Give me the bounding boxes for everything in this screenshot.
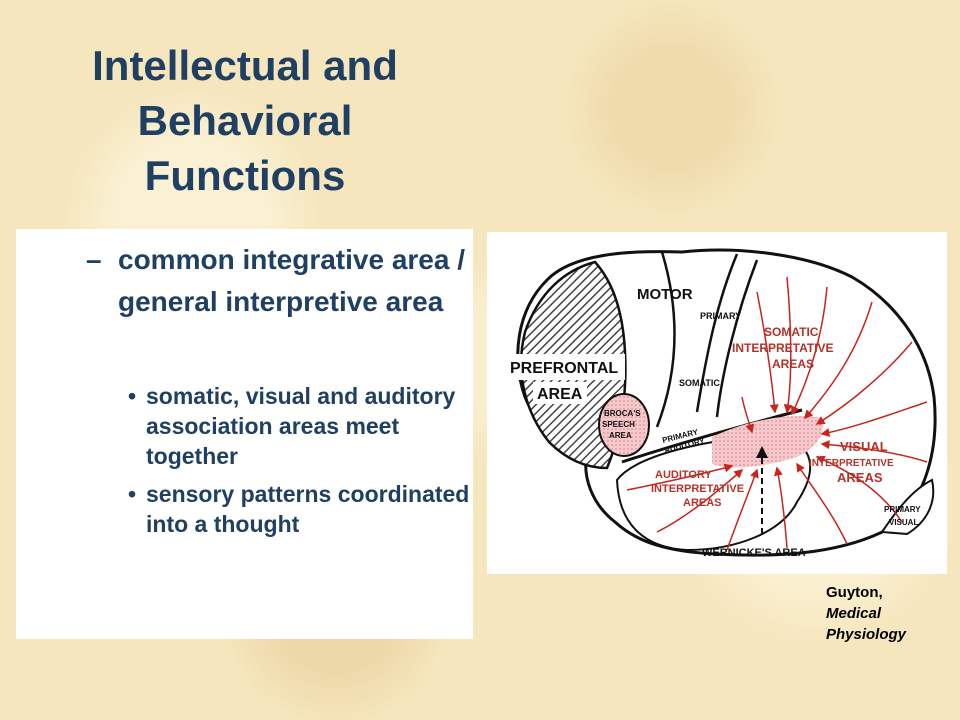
label-wernicke: WERNICKE'S AREA	[702, 547, 806, 559]
sub-point-list: • somatic, visual and auditory associati…	[128, 381, 473, 547]
sub-point: • somatic, visual and auditory associati…	[128, 381, 473, 471]
prefrontal-label-box	[507, 354, 625, 380]
motor-strip-boundary	[655, 251, 676, 428]
credit-author: Guyton,	[826, 584, 883, 601]
label-somatic: SOMATIC	[679, 378, 720, 388]
primary-visual-area-region	[880, 478, 935, 536]
sub-point: • sensory patterns coordinated into a th…	[128, 479, 473, 539]
brain-diagram: PREFRONTAL AREA BROCA'S SPEECH AREA	[507, 248, 937, 559]
wernicke-pointer-arrowhead	[756, 446, 768, 458]
label-broca-speech: SPEECH	[602, 420, 635, 429]
credit-book-line2: Physiology	[826, 626, 907, 643]
title-line-1: Intellectual and	[92, 42, 398, 89]
title-line-3: Functions	[144, 152, 346, 199]
title-line-2: Behavioral	[137, 97, 353, 144]
label-somatic-interp: SOMATIC	[764, 325, 819, 339]
convergence-arrows	[626, 276, 928, 551]
label-visual-interp-2: INTERPRETATIVE	[809, 458, 894, 469]
label-auditory-interp-2: INTERPRETATIVE	[651, 483, 744, 495]
slide-title: Intellectual and Behavioral Functions	[40, 38, 450, 203]
label-prefrontal: PREFRONTAL	[510, 360, 618, 377]
label-motor: MOTOR	[637, 286, 693, 303]
broca-area-region	[598, 393, 650, 457]
temporal-lobe-outline	[615, 432, 811, 552]
wernicke-area-region	[712, 416, 824, 468]
prefrontal-label-box	[533, 382, 587, 404]
sub-point-text: somatic, visual and auditory association…	[146, 383, 456, 469]
main-point-text: common integrative area / general interp…	[118, 244, 466, 317]
label-somatic-interp-2: INTERPRETATIVE	[732, 341, 834, 355]
credit-book-line1: Medical	[826, 605, 882, 622]
sylvian-fissure	[621, 408, 803, 464]
label-visual-interp: VISUAL	[840, 439, 888, 454]
central-sulcus	[715, 259, 759, 418]
dash-marker: –	[86, 244, 102, 275]
bullet-marker: •	[128, 481, 137, 507]
label-primary-motor: PRIMARY	[700, 311, 741, 321]
bullet-marker: •	[128, 383, 137, 409]
label-visual-interp-3: AREAS	[837, 470, 883, 485]
label-primary-visual: PRIMARY	[884, 505, 921, 514]
main-point: – common integrative area / general inte…	[86, 239, 493, 323]
label-auditory-interp-3: AREAS	[683, 497, 722, 509]
text-panel: – common integrative area / general inte…	[16, 229, 473, 639]
brain-figure-panel: PREFRONTAL AREA BROCA'S SPEECH AREA	[487, 232, 947, 574]
label-auditory-interp: AUDITORY	[655, 469, 713, 481]
motor-strip-boundary	[695, 253, 739, 413]
label-broca: BROCA'S	[604, 409, 641, 418]
interpretive-labels: SOMATIC INTERPRETATIVE AREAS VISUAL INTE…	[651, 325, 894, 509]
label-somatic-interp-3: AREAS	[772, 357, 814, 371]
label-primary-visual-2: VISUAL	[889, 518, 918, 527]
label-broca-area: AREA	[609, 431, 632, 440]
sub-point-text: sensory patterns coordinated into a thou…	[146, 481, 470, 537]
figure-credit: Guyton, Medical Physiology	[826, 582, 956, 645]
label-prefrontal-area: AREA	[537, 386, 583, 403]
